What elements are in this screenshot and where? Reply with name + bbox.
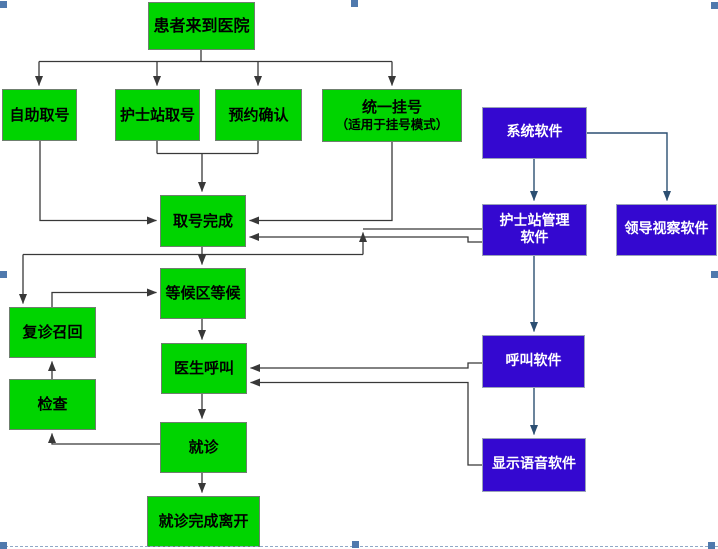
node-label-line2: 软件 [520,230,549,246]
canvas-boundary-dashed-line [0,546,718,547]
node-label-line1: 护士站管理 [499,212,570,229]
selection-handle-top-left[interactable] [0,1,7,8]
connector-self-service-to-number-complete [39,141,157,225]
selection-handle-top-center[interactable] [351,0,358,7]
node-leader-inspection-software[interactable]: 领导视察软件 [616,204,717,256]
node-nurse-station-mgmt-software[interactable]: 护士站管理 软件 [482,204,587,256]
node-number-complete[interactable]: 取号完成 [160,195,246,247]
node-label: 等候区等候 [165,284,241,303]
connector-nurse-mgmt-to-number-complete [249,233,482,243]
connector-display-voice-to-doctor-call [250,378,482,466]
connector-call-software-to-doctor-call [250,362,482,372]
connector-merge-bus [156,141,259,155]
node-label: 领导视察软件 [624,221,709,238]
selection-handle-bottom-right[interactable] [708,542,715,549]
node-label-line2: （适用于挂号模式） [335,117,449,133]
connector-revisit-recall-to-waiting [51,288,157,308]
selection-handle-bottom-center[interactable] [352,541,359,548]
selection-handle-mid-left[interactable] [0,271,7,278]
node-appointment-confirm[interactable]: 预约确认 [215,89,302,141]
node-label: 预约确认 [228,105,289,124]
node-label: 就诊 [188,438,219,457]
node-patient-arrives[interactable]: 患者来到医院 [148,2,255,50]
node-label: 显示语音软件 [492,456,576,473]
connector-system-to-leader-inspection [587,132,671,201]
selection-handle-mid-right[interactable] [711,271,718,278]
node-label: 系统软件 [506,124,563,141]
node-label: 取号完成 [172,211,233,230]
node-unified-registration[interactable]: 统一挂号 （适用于挂号模式） [322,89,462,142]
node-display-voice-software[interactable]: 显示语音软件 [482,438,586,492]
node-label: 就诊完成离开 [158,512,249,531]
node-label-line1: 统一挂号 [361,98,422,117]
selection-handle-bottom-left[interactable] [0,542,7,549]
node-consultation[interactable]: 就诊 [160,422,247,473]
node-label: 检查 [37,395,68,414]
connector-patient-branch-bus [39,50,392,63]
node-nurse-station-number[interactable]: 护士站取号 [115,89,200,141]
node-label: 自助取号 [9,105,70,124]
node-label: 呼叫软件 [505,352,562,369]
node-system-software[interactable]: 系统软件 [482,107,587,159]
node-waiting-area[interactable]: 等候区等候 [160,268,246,319]
node-label: 复诊召回 [22,323,83,342]
node-label: 患者来到医院 [153,16,250,35]
node-consultation-complete-leave[interactable]: 就诊完成离开 [147,496,260,547]
node-self-service-number[interactable]: 自助取号 [2,89,77,141]
connector-consultation-to-examination [48,433,160,445]
node-examination[interactable]: 检查 [9,379,96,430]
node-label: 护士站取号 [119,105,195,124]
node-label: 医生呼叫 [173,359,234,378]
node-doctor-call[interactable]: 医生呼叫 [161,343,247,394]
selection-handle-top-right[interactable] [711,2,718,9]
node-call-software[interactable]: 呼叫软件 [482,335,585,388]
connector-unified-registration-to-number-complete [249,142,393,225]
node-revisit-recall[interactable]: 复诊召回 [9,307,96,358]
